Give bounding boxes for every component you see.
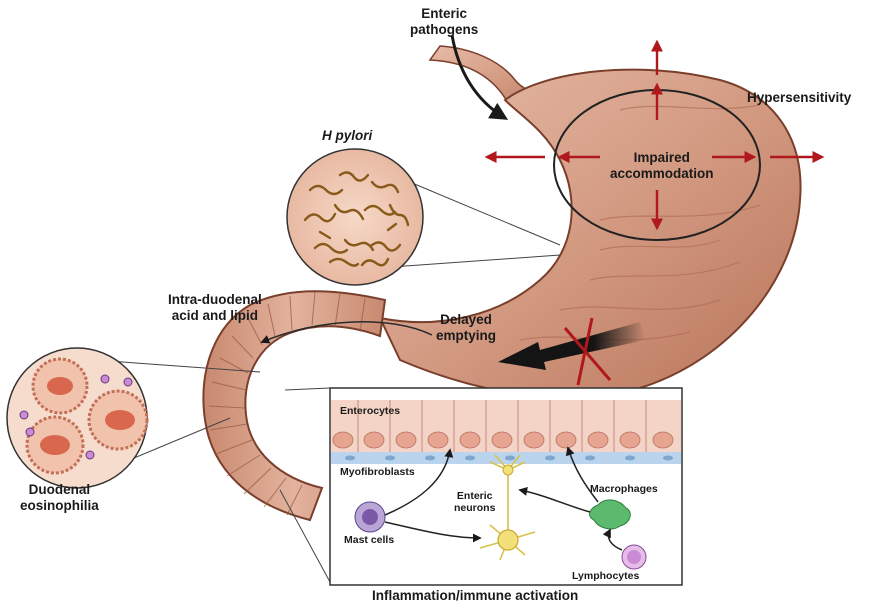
neuron-soma <box>497 529 519 551</box>
label-line: acid and lipid <box>171 307 258 323</box>
label-inflammation: Inflammation/immune activation <box>372 588 579 603</box>
blocked-x <box>563 317 612 386</box>
label-impaired-accommodation: Impaired accommodation <box>610 150 714 181</box>
label-intra-duodenal: Intra-duodenal acid and lipid <box>168 292 262 323</box>
label-line: Duodenal <box>28 482 91 497</box>
eos-callout-line <box>94 359 261 373</box>
delayed-emptying-arrow <box>498 322 645 370</box>
label-line: neurons <box>454 502 496 515</box>
hpylori-callout-line-2 <box>377 254 561 269</box>
label-hypersensitivity: Hypersensitivity <box>747 90 852 105</box>
label-duodenal-eosinophilia: Duodenal eosinophilia <box>20 482 99 513</box>
enteric-neuron-bottom <box>479 520 536 561</box>
macrophage-to-neuron-arrow <box>518 487 591 513</box>
label-line: emptying <box>436 327 497 343</box>
hpylori-bacteria <box>303 171 410 267</box>
crypts <box>25 357 149 475</box>
macrophage <box>589 499 631 530</box>
label-line: Impaired <box>633 150 690 165</box>
mast-to-enterocyte-arrow <box>384 448 454 516</box>
acid-lipid-arrow <box>260 321 433 344</box>
label-line: pathogens <box>410 21 479 37</box>
label-line: Enteric <box>421 6 468 21</box>
duodenum <box>202 290 387 522</box>
stomach-folds <box>519 104 761 341</box>
label-enteric-neurons: Enteric neurons <box>454 490 495 514</box>
lymphocyte-to-macrophage-arrow <box>602 528 623 551</box>
duodenum-rings <box>208 291 366 516</box>
label-line: accommodation <box>610 165 714 181</box>
label-delayed-emptying: Delayed emptying <box>436 312 496 343</box>
inset-callout-line-2 <box>279 489 331 583</box>
label-line: Enteric <box>456 490 493 502</box>
red-expansion-arrows <box>484 39 825 231</box>
macrophage-to-enterocyte-arrow <box>565 446 599 503</box>
label-enterocytes: Enterocytes <box>340 405 401 417</box>
label-mast-cells: Mast cells <box>344 534 395 546</box>
mast-to-neuron-arrow <box>384 521 482 543</box>
pathogen-arrow <box>450 34 509 120</box>
enterocyte-cells <box>357 400 647 452</box>
enteric-neuron-top <box>489 454 526 520</box>
label-line: eosinophilia <box>20 497 99 513</box>
label-line: Delayed <box>440 312 492 327</box>
label-h-pylori: H pylori <box>322 128 373 143</box>
enterocyte-nuclei <box>332 431 674 449</box>
label-enteric-pathogens: Enteric pathogens <box>410 6 478 37</box>
label-macrophages: Macrophages <box>590 483 658 495</box>
label-lymphocytes: Lymphocytes <box>572 570 640 582</box>
label-line: Intra-duodenal <box>168 292 262 307</box>
hpylori-callout-line <box>404 179 561 246</box>
inset-callout-line <box>284 387 331 391</box>
eosinophils <box>19 374 133 460</box>
label-myofibroblasts: Myofibroblasts <box>340 466 415 478</box>
